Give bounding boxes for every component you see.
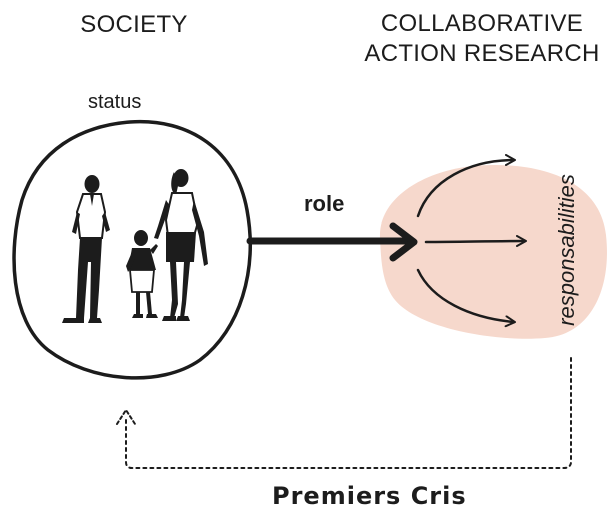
- footer-brand-label: Premiers Cris: [272, 482, 467, 510]
- status-label: status: [88, 91, 142, 113]
- research-heading: COLLABORATIVE ACTION RESEARCH: [355, 9, 609, 69]
- society-heading: SOCIETY: [74, 10, 194, 40]
- family-silhouette-icon: [62, 169, 208, 323]
- branch-arrows: [416, 154, 527, 328]
- feedback-loop-arrow: [116, 357, 572, 469]
- society-heading-text: SOCIETY: [80, 11, 188, 38]
- responsibilities-label: responsabilities: [554, 174, 579, 326]
- role-arrow: [246, 222, 418, 262]
- society-circle: [12, 119, 252, 380]
- research-heading-line2: ACTION RESEARCH: [364, 40, 600, 67]
- research-heading-line1: COLLABORATIVE: [380, 10, 584, 37]
- role-label: role: [304, 191, 345, 216]
